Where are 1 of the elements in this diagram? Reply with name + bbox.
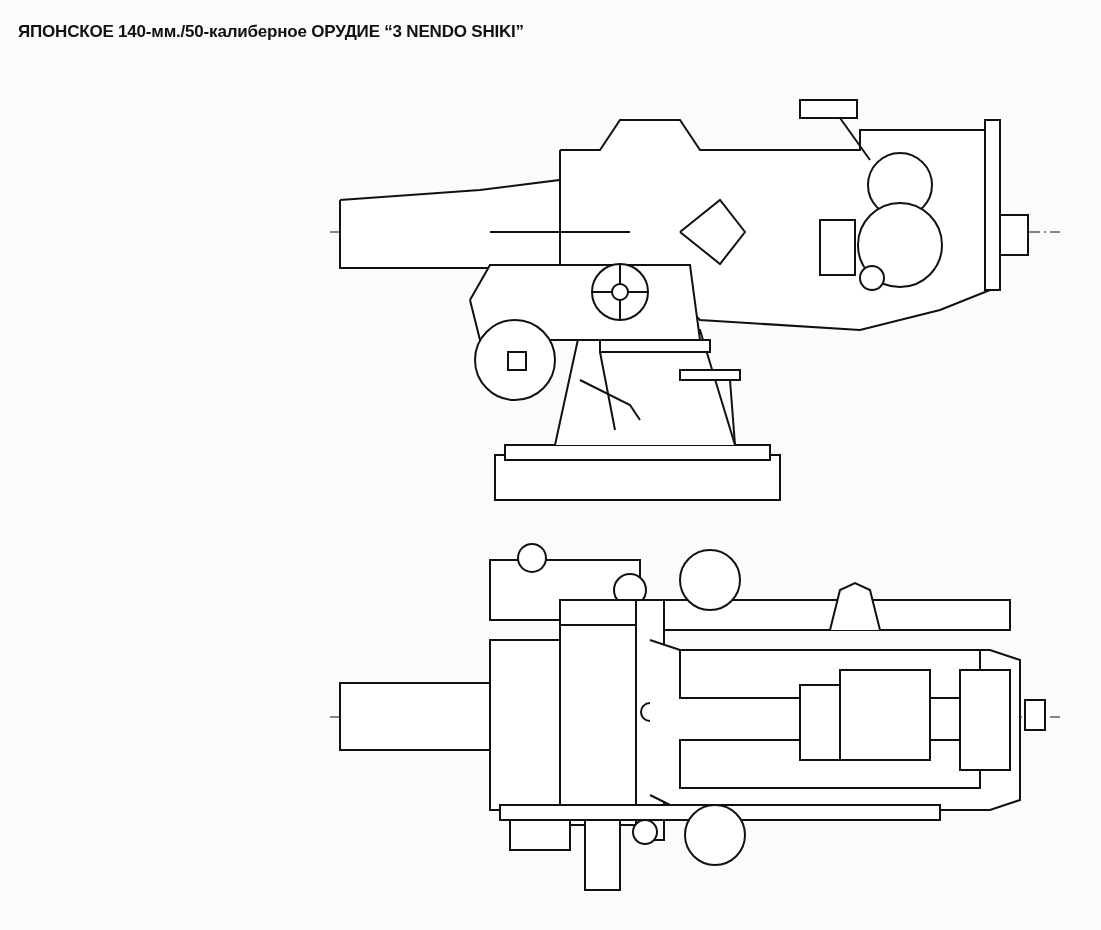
drawing-title: ЯПОНСКОЕ 140-мм./50-калиберное ОРУДИЕ “3 NENDO SHIKI” [18, 22, 524, 42]
